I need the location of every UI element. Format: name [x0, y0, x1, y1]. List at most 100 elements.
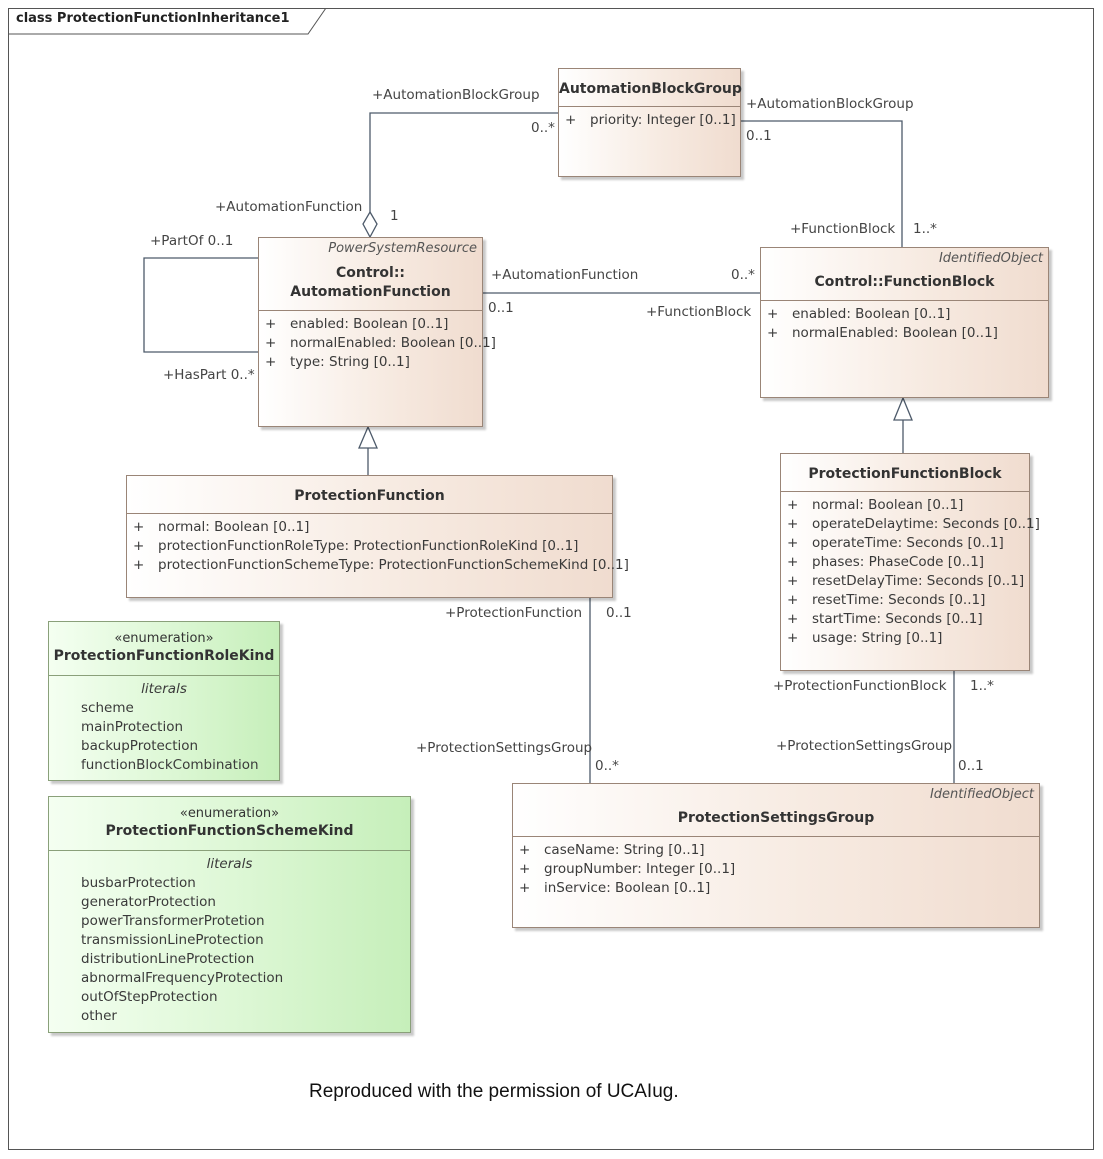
attribute-text: usage: String [0..1]: [812, 630, 943, 646]
literals-heading: literals: [206, 856, 253, 872]
attribute-visibility: +: [787, 611, 799, 627]
class-function-block[interactable]: IdentifiedObject Control::FunctionBlock …: [760, 247, 1049, 398]
enum-protection-function-role-kind[interactable]: «enumeration» ProtectionFunctionRoleKind…: [48, 621, 280, 781]
class-header: AutomationBlockGroup: [559, 69, 742, 107]
attribute-visibility: +: [787, 554, 799, 570]
attribute: + normal: Boolean [0..1]: [133, 518, 612, 537]
role-label: +AutomationBlockGroup: [746, 96, 914, 112]
attribute-visibility: +: [787, 573, 799, 589]
attribute-visibility: +: [133, 557, 145, 573]
attribute: + phases: PhaseCode [0..1]: [787, 553, 1029, 572]
attribute-text: startTime: Seconds [0..1]: [812, 611, 983, 627]
class-header: IdentifiedObject Control::FunctionBlock: [761, 248, 1048, 301]
attribute: + enabled: Boolean [0..1]: [767, 305, 1048, 324]
multiplicity-label: 0..*: [595, 758, 619, 774]
class-header: IdentifiedObject ProtectionSettingsGroup: [513, 784, 1039, 837]
attribute: +resetTime: Seconds [0..1]: [787, 591, 1029, 610]
multiplicity-label: 0..*: [731, 267, 755, 283]
aggregation-diamond: [362, 210, 378, 239]
attribute-text: resetDelayTime: Seconds [0..1]: [812, 573, 1025, 589]
class-name: ProtectionFunction: [294, 488, 445, 504]
attribute-text: normal: Boolean [0..1]: [158, 519, 310, 535]
role-label: +ProtectionSettingsGroup: [416, 740, 593, 756]
attribute-visibility: +: [787, 630, 799, 646]
literal-list: busbarProtection generatorProtection pow…: [49, 874, 410, 1026]
attribute-visibility: +: [265, 354, 277, 370]
attribute: + operateDelaytime: Seconds [0..1]: [787, 515, 1040, 534]
attribute: +normalEnabled: Boolean [0..1]: [767, 324, 1048, 343]
attribute-text: protectionFunctionRoleType: ProtectionFu…: [158, 538, 579, 554]
class-protection-function[interactable]: ProtectionFunction + normal: Boolean [0..…: [126, 475, 629, 598]
attribute: + priority: Integer [0..1]: [565, 111, 740, 130]
attribute: +normalEnabled: Boolean [0..1]: [265, 334, 496, 353]
class-automation-function[interactable]: PowerSystemResource Control:: Automation…: [258, 237, 496, 427]
attribute-text: operateTime: Seconds [0..1]: [812, 535, 1004, 551]
multiplicity-label: 0..1: [488, 300, 514, 316]
attribute-visibility: +: [565, 112, 577, 128]
enum-literal: generatorProtection: [81, 894, 216, 910]
attribute-text: groupNumber: Integer [0..1]: [544, 861, 736, 877]
attribute: +enabled: Boolean [0..1]: [265, 315, 482, 334]
class-name-namespace: Control::: [335, 265, 406, 281]
role-label: +FunctionBlock: [790, 221, 896, 237]
multiplicity-label: 1..*: [913, 221, 937, 237]
class-automation-block-group[interactable]: AutomationBlockGroup + priority: Integer …: [558, 68, 742, 177]
diagram-title-tab: [8, 8, 327, 35]
attribute-visibility: +: [787, 592, 799, 608]
enum-literal: busbarProtection: [81, 875, 196, 891]
enum-name: ProtectionFunctionRoleKind: [53, 648, 275, 664]
attribute-visibility: +: [767, 306, 779, 322]
attribute: +groupNumber: Integer [0..1]: [519, 860, 1039, 879]
enum-protection-function-scheme-kind[interactable]: «enumeration» ProtectionFunctionSchemeKi…: [48, 796, 411, 1033]
attribute: + type: String [0..1]: [265, 353, 482, 372]
attribute-text: phases: PhaseCode [0..1]: [812, 554, 985, 570]
role-label: +AutomationFunction: [491, 267, 639, 283]
attribute-text: normalEnabled: Boolean [0..1]: [792, 325, 998, 341]
class-stereotype: IdentifiedObject: [938, 251, 1043, 266]
connector-abg-fb: [741, 120, 903, 247]
attribute-text: type: String [0..1]: [290, 354, 410, 370]
enum-literal: outOfStepProtection: [81, 989, 218, 1005]
class-header: PowerSystemResource Control:: Automation…: [259, 238, 482, 311]
attribute-visibility: +: [787, 535, 799, 551]
attribute-visibility: +: [787, 516, 799, 532]
attribute-text: enabled: Boolean [0..1]: [792, 306, 951, 322]
class-name: ProtectionSettingsGroup: [677, 810, 875, 826]
attribute-visibility: +: [133, 538, 145, 554]
inheritance-triangle-af: [358, 425, 378, 449]
attribute-visibility: +: [519, 842, 531, 858]
attribute-text: enabled: Boolean [0..1]: [290, 316, 449, 332]
multiplicity-label: 0..1: [958, 758, 984, 774]
attribute-visibility: +: [265, 335, 277, 351]
attribute: + protectionFunctionRoleType: ProtectionF…: [133, 537, 612, 556]
multiplicity-label: 1: [390, 208, 399, 224]
attribute: + startTime: Seconds [0..1]: [787, 610, 1029, 629]
role-label: +ProtectionSettingsGroup: [776, 738, 953, 754]
attribute-list: +enabled: Boolean [0..1] +normalEnabled:…: [259, 311, 496, 372]
role-label: +AutomationBlockGroup: [372, 87, 540, 103]
enum-literal: mainProtection: [81, 719, 184, 735]
inheritance-triangle-fb: [893, 396, 913, 421]
caption: Reproduced with the permission of UCAIug…: [309, 1081, 679, 1102]
class-header: ProtectionFunctionBlock: [781, 454, 1029, 492]
attribute-visibility: +: [787, 497, 799, 513]
role-label: +FunctionBlock: [646, 304, 752, 320]
attribute-visibility: +: [519, 880, 531, 896]
enum-name: ProtectionFunctionSchemeKind: [105, 823, 354, 839]
class-name: ProtectionFunctionBlock: [808, 466, 1002, 482]
multiplicity-label: 0..1: [606, 605, 632, 621]
class-protection-function-block[interactable]: ProtectionFunctionBlock +normal: Boolean…: [780, 453, 1040, 671]
enum-header: «enumeration» ProtectionFunctionSchemeKi…: [49, 797, 410, 851]
class-header: ProtectionFunction: [127, 476, 612, 514]
enum-stereotype: «enumeration»: [179, 806, 280, 821]
class-protection-settings-group[interactable]: IdentifiedObject ProtectionSettingsGroup…: [512, 783, 1040, 928]
attribute-list: +normal: Boolean [0..1] +protectionFunct…: [127, 514, 629, 575]
multiplicity-label: 1..*: [970, 678, 994, 694]
attribute-text: operateDelaytime: Seconds [0..1]: [812, 516, 1040, 532]
attribute-text: priority: Integer [0..1]: [590, 112, 736, 128]
attribute-text: caseName: String [0..1]: [544, 842, 705, 858]
attribute: +protectionFunctionSchemeType: Protectio…: [133, 556, 629, 575]
attribute-visibility: +: [133, 519, 145, 535]
attribute: + usage: String [0..1]: [787, 629, 1029, 648]
connector-af-self: [143, 257, 258, 353]
